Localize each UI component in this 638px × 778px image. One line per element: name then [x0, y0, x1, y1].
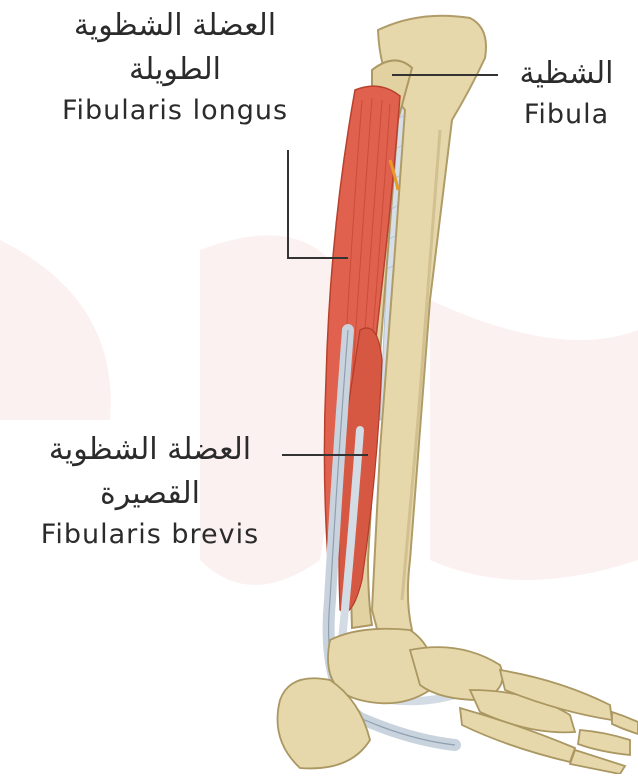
label-fibula-latin: Fibula [495, 96, 638, 134]
label-fibularis-longus-latin: Fibularis longus [10, 92, 340, 130]
label-fibula: الشظية Fibula [495, 52, 638, 134]
label-fibularis-longus-arabic-1: العضلة الشظوية [10, 4, 340, 48]
foot-bones [278, 629, 638, 774]
label-fibularis-brevis-arabic-1: العضلة الشظوية [0, 428, 300, 472]
label-fibularis-longus: العضلة الشظوية الطويلة Fibularis longus [10, 4, 340, 130]
label-fibula-arabic: الشظية [495, 52, 638, 96]
label-fibularis-brevis-latin: Fibularis brevis [0, 516, 300, 554]
label-fibularis-longus-arabic-2: الطويلة [10, 48, 340, 92]
label-fibularis-brevis-arabic-2: القصيرة [0, 472, 300, 516]
label-fibularis-brevis: العضلة الشظوية القصيرة Fibularis brevis [0, 428, 300, 554]
